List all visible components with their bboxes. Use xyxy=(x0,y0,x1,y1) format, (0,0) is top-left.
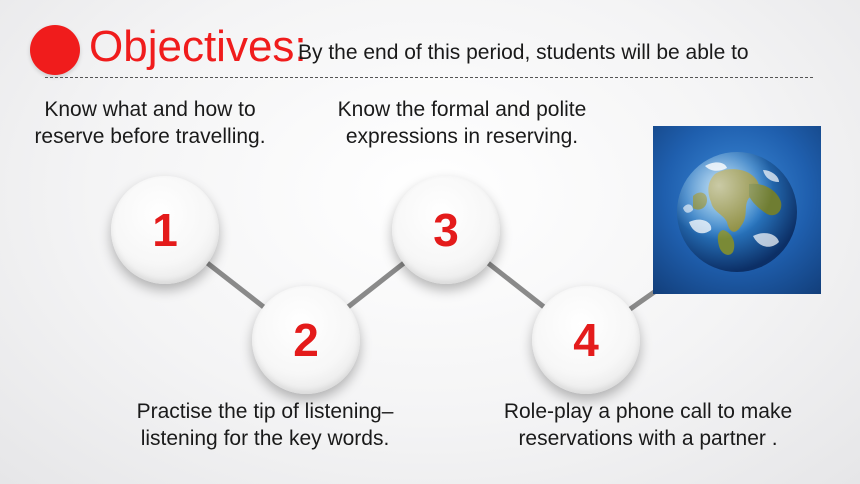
objective-3-line-1: Know the formal and polite xyxy=(337,98,587,121)
step-circle-4: 4 xyxy=(532,286,640,394)
objective-2-text: Practise the tip of listening– listening… xyxy=(110,398,420,452)
objective-2-line-1: Practise the tip of listening– xyxy=(136,400,394,423)
objective-1-line-1: Know what and how to xyxy=(44,98,256,121)
objective-1-text: Know what and how to reserve before trav… xyxy=(10,96,290,150)
step-number-4: 4 xyxy=(573,314,599,366)
step-circle-3: 3 xyxy=(392,176,500,284)
objective-2-line-2: listening for the key words. xyxy=(140,427,390,450)
objective-3-text: Know the formal and polite expressions i… xyxy=(312,96,612,150)
objective-4-line-1: Role-play a phone call to make xyxy=(503,400,793,423)
objective-4-line-2: reservations with a partner . xyxy=(518,427,778,450)
objective-4-text: Role-play a phone call to make reservati… xyxy=(478,398,818,452)
title-bullet-icon xyxy=(30,25,80,75)
step-number-3: 3 xyxy=(433,204,459,256)
page-title: Objectives: xyxy=(89,22,307,71)
step-circle-1: 1 xyxy=(111,176,219,284)
objective-1-line-2: reserve before travelling. xyxy=(34,125,266,148)
dashed-divider xyxy=(45,77,813,78)
step-circle-2: 2 xyxy=(252,286,360,394)
step-number-2: 2 xyxy=(293,314,319,366)
earth-globe-icon xyxy=(653,126,821,294)
step-number-1: 1 xyxy=(152,204,178,256)
objective-3-line-2: expressions in reserving. xyxy=(345,125,579,148)
page-subtitle: By the end of this period, students will… xyxy=(298,41,749,64)
